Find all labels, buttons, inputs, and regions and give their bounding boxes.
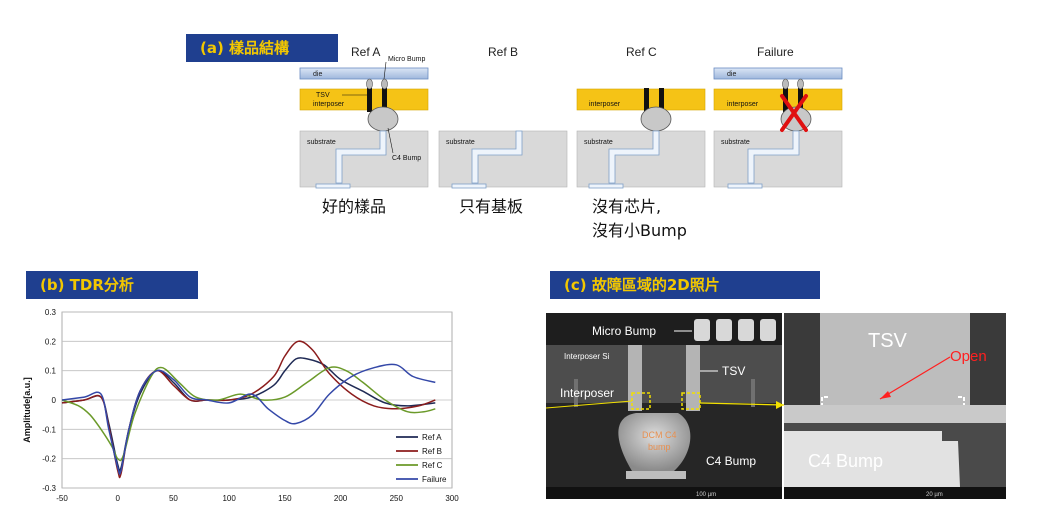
x-tick-label: 100 bbox=[222, 494, 236, 503]
tdr-chart: 0.3 0.2 0.1 0 -0.1 -0.2 -0.3-50 0 50 100 150 200 250… bbox=[22, 308, 459, 503]
substrate-label: substrate bbox=[584, 139, 613, 146]
bump-label: bump bbox=[648, 442, 671, 452]
x-tick-label: 300 bbox=[445, 494, 459, 503]
interposer-label: Interposer bbox=[560, 386, 614, 400]
x-tick-label: 50 bbox=[169, 494, 178, 503]
legend-label-ref-b: Ref B bbox=[422, 447, 442, 456]
substrate-layer bbox=[438, 130, 568, 188]
substrate-layer bbox=[576, 130, 706, 188]
c4-bump-label-right: C4 Bump bbox=[808, 451, 883, 471]
c4-bump-label: C4 Bump bbox=[392, 155, 421, 162]
schematic-ref-a: die TSV interposer substrate Micro Bump … bbox=[299, 56, 429, 189]
legend-label-ref-c: Ref C bbox=[422, 461, 443, 470]
micro-bump-label: Micro Bump bbox=[388, 56, 425, 63]
caption-ref-b: 只有基板 bbox=[459, 197, 524, 216]
scale-bar-right: 20 µm bbox=[926, 492, 943, 498]
y-tick-label: 0 bbox=[52, 396, 57, 405]
caption-ref-c-line1: 沒有芯片, bbox=[592, 197, 662, 216]
schematic-ref-b: substrate bbox=[438, 130, 568, 189]
schematic-diagram: die TSV interposer substrate Micro Bump … bbox=[299, 56, 843, 189]
scale-bar-left: 100 µm bbox=[696, 492, 716, 498]
substrate-label: substrate bbox=[307, 139, 336, 146]
title-ref-b: Ref B bbox=[488, 45, 519, 59]
y-tick-label: -0.1 bbox=[42, 425, 56, 434]
substrate-label: substrate bbox=[446, 139, 475, 146]
failure-micrograph: 100 µm Micro Bump Interposer Si Interpos… bbox=[546, 313, 1006, 499]
title-ref-a: Ref A bbox=[351, 45, 381, 59]
tsv-label-right: TSV bbox=[868, 330, 908, 352]
x-tick-label: -50 bbox=[56, 494, 68, 503]
y-tick-label: 0.1 bbox=[45, 367, 57, 376]
substrate-layer bbox=[713, 130, 843, 188]
open-label: Open bbox=[950, 348, 987, 365]
y-tick-label: 0.3 bbox=[45, 308, 57, 317]
y-axis-label: Amplitude[a.u.] bbox=[22, 377, 32, 443]
y-tick-label: 0.2 bbox=[45, 337, 57, 346]
tsv-label: TSV bbox=[316, 92, 330, 99]
dcm-c4-label: DCM C4 bbox=[642, 430, 677, 440]
schematic-failure: die interposer substrate bbox=[713, 67, 843, 189]
interposer-layer bbox=[299, 88, 429, 111]
banner-a: (a) 樣品結構 bbox=[186, 34, 338, 62]
die-label: die bbox=[313, 71, 322, 78]
y-tick-label: -0.2 bbox=[42, 455, 56, 464]
y-tick-label: -0.3 bbox=[42, 484, 56, 493]
interposer-label: interposer bbox=[313, 101, 345, 108]
interposer-label: interposer bbox=[727, 101, 759, 108]
die-layer bbox=[713, 67, 843, 80]
substrate-layer bbox=[299, 130, 429, 188]
tsv-label-left: TSV bbox=[722, 364, 745, 378]
micro-bump-shape bbox=[366, 78, 373, 90]
series-line-ref-a bbox=[61, 357, 436, 472]
legend-label-ref-a: Ref A bbox=[422, 433, 442, 442]
substrate-label: substrate bbox=[721, 139, 750, 146]
title-failure: Failure bbox=[757, 45, 794, 59]
caption-ref-c-line2: 沒有小Bump bbox=[592, 221, 687, 240]
die-label: die bbox=[727, 71, 736, 78]
failure-cross-icon bbox=[780, 94, 808, 132]
micrograph-left: 100 µm Micro Bump Interposer Si Interpos… bbox=[546, 313, 785, 499]
series-line-ref-c bbox=[61, 366, 436, 462]
c4-bump-label-left: C4 Bump bbox=[706, 454, 756, 468]
micrograph-right: 20 µm TSV Open C4 Bump bbox=[784, 313, 1006, 499]
interposer-label: interposer bbox=[589, 101, 621, 108]
c4-bump-shape bbox=[367, 106, 399, 132]
series-line-failure bbox=[61, 363, 436, 475]
caption-ref-a: 好的樣品 bbox=[322, 197, 387, 216]
x-tick-label: 250 bbox=[390, 494, 404, 503]
title-ref-c: Ref C bbox=[626, 45, 657, 59]
banner-b: (b) TDR分析 bbox=[26, 271, 198, 299]
legend-label-failure: Failure bbox=[422, 475, 447, 484]
banner-c: (c) 故障區域的2D照片 bbox=[550, 271, 820, 299]
schematic-ref-c: interposer substrate bbox=[576, 88, 706, 189]
interposer-si-label: Interposer Si bbox=[564, 352, 610, 361]
micro-bump-label: Micro Bump bbox=[592, 324, 656, 338]
die-layer bbox=[299, 67, 429, 80]
interposer-layer bbox=[713, 88, 843, 111]
series-line-ref-b bbox=[61, 340, 436, 479]
x-tick-label: 200 bbox=[334, 494, 348, 503]
x-tick-label: 150 bbox=[278, 494, 292, 503]
x-tick-label: 0 bbox=[115, 494, 120, 503]
chart-legend: Ref A Ref B Ref C Failure bbox=[396, 433, 447, 484]
interposer-layer bbox=[576, 88, 706, 111]
